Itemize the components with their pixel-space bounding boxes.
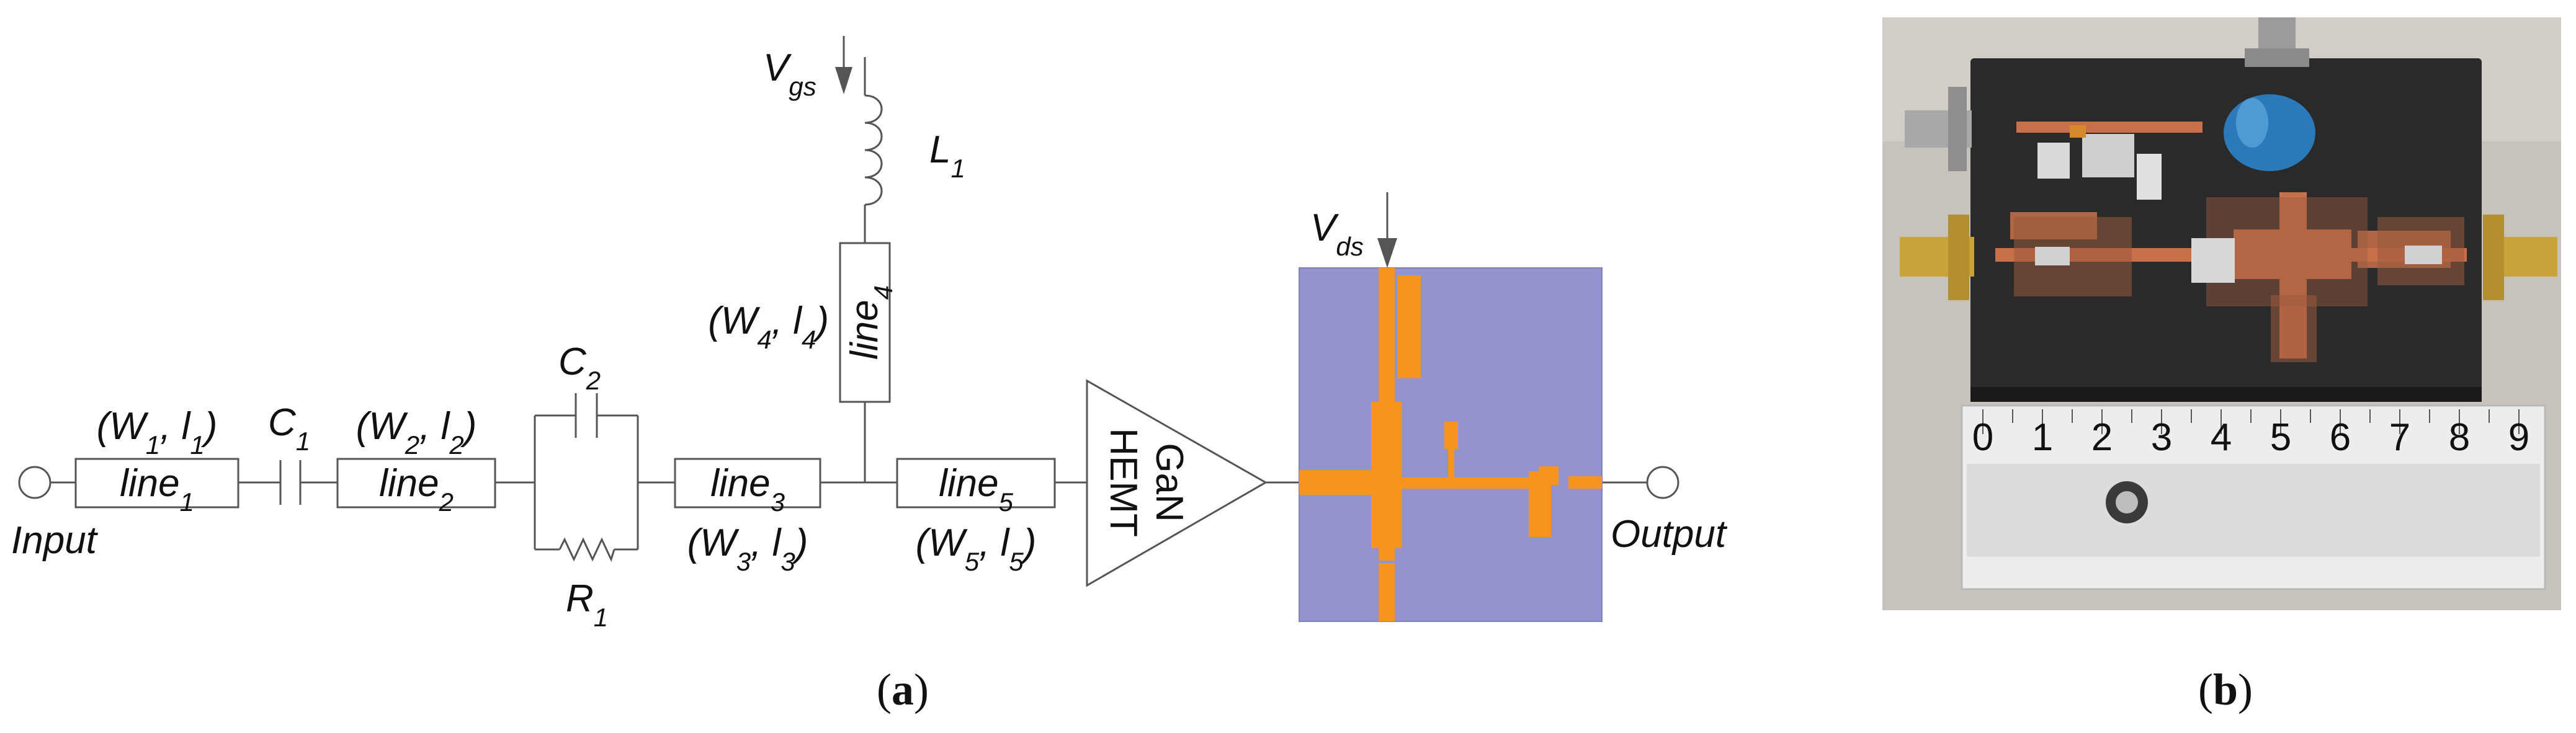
- line4-params: (W4, l4): [708, 300, 829, 354]
- pcb-cross-pad: [2234, 229, 2351, 279]
- pcb-board-edge: [1970, 387, 2482, 402]
- layout-trunk: [1371, 402, 1402, 548]
- ruler-number-0: 0: [1972, 416, 1993, 459]
- panel-a-schematic: Input Output line1 (W1, l1) C1 line2 (W2…: [11, 36, 1728, 714]
- ruler-hole-inner: [2116, 491, 2138, 513]
- hemt-label-gan: GaN: [1148, 443, 1191, 522]
- sma-connector-top-base: [2245, 48, 2309, 67]
- matching-network-layout: [1299, 267, 1603, 622]
- pcb-smd-1: [2037, 143, 2070, 179]
- line4-box: [839, 242, 891, 403]
- layout-trunk-lower: [1379, 548, 1395, 561]
- vgs-label: Vgs: [763, 47, 816, 101]
- sma-connector-left-flange: [1948, 215, 1969, 300]
- line5-params: (W5, l5): [916, 522, 1037, 576]
- pcb-smd-2: [2082, 134, 2134, 177]
- pcb-smd-5: [2405, 246, 2442, 264]
- c1-label: C1: [268, 401, 310, 456]
- layout-bias-pad: [1397, 275, 1421, 378]
- pcb-smd-orange: [2070, 125, 2086, 138]
- ruler-number-4: 4: [2211, 416, 2232, 459]
- layout-small-stub-link: [1448, 449, 1454, 478]
- line3-label: line3: [710, 462, 785, 517]
- line5-label: line5: [939, 462, 1014, 517]
- line1-label: line1: [120, 462, 194, 517]
- c2-label: C2: [558, 340, 601, 395]
- ruler-number-1: 1: [2032, 416, 2053, 459]
- vds-arrow-head: [1377, 238, 1397, 268]
- r1-label: R1: [566, 577, 608, 632]
- pcb-vias-left: [2014, 217, 2132, 296]
- line4-label: line4: [843, 285, 898, 360]
- layout-trace-output: [1568, 476, 1602, 489]
- line2-params: (W2, l2): [356, 405, 477, 460]
- vds-label: Vds: [1310, 207, 1364, 261]
- l1-inductor: [864, 94, 883, 206]
- rc-network-frame: [534, 414, 639, 551]
- vgs-arrow-head: [835, 67, 852, 94]
- layout-trace-input: [1299, 470, 1371, 495]
- line5-box: [896, 458, 1056, 509]
- pcb-smd-4: [2035, 247, 2070, 265]
- layout-trace-main: [1402, 478, 1539, 489]
- panel-b-photo: 0 1 2 3 4 5 6 7 8 9 (b): [1882, 17, 2561, 714]
- ruler-number-2: 2: [2091, 416, 2113, 459]
- pcb-smd-3: [2137, 154, 2162, 200]
- line2-box: [336, 458, 496, 509]
- l1-label: L1: [929, 128, 965, 183]
- layout-small-stub: [1444, 422, 1458, 449]
- output-label: Output: [1611, 513, 1728, 556]
- layout-bias-line-lower: [1379, 381, 1395, 402]
- photo-capacitor-highlight: [2236, 98, 2268, 148]
- ruler-grid-band: [1967, 464, 2540, 557]
- layout-output-pad-top: [1539, 466, 1559, 485]
- ruler-number-8: 8: [2449, 416, 2470, 459]
- input-label: Input: [11, 519, 99, 562]
- ruler-number-5: 5: [2270, 416, 2291, 459]
- pcb-vias-bottom: [2271, 295, 2317, 362]
- hemt-label-hemt: HEMT: [1102, 428, 1145, 537]
- layout-bias-line: [1379, 268, 1395, 381]
- line3-box: [674, 458, 821, 509]
- hemt-amplifier: [1086, 379, 1268, 587]
- caption-a: (a): [877, 665, 929, 714]
- layout-stub-bottom: [1379, 563, 1395, 621]
- sma-connector-right-flange: [2483, 215, 2504, 300]
- line1-params: (W1, l1): [97, 405, 218, 460]
- caption-b: (b): [2198, 665, 2253, 714]
- line3-params: (W3, l3): [687, 522, 808, 576]
- r1-resistor: [558, 537, 615, 562]
- pcb-trace-top: [2016, 122, 2203, 133]
- ruler-number-9: 9: [2508, 416, 2529, 459]
- pcb-transistor: [2191, 238, 2235, 283]
- output-terminal: [1646, 466, 1679, 499]
- line2-label: line2: [379, 462, 454, 517]
- ruler-number-6: 6: [2330, 416, 2351, 459]
- sma-connector-left-top-flange: [1948, 87, 1967, 171]
- line1-box: [74, 458, 239, 509]
- ruler-number-3: 3: [2151, 416, 2172, 459]
- ruler-ticks: [1982, 409, 2520, 434]
- ruler-number-7: 7: [2389, 416, 2410, 459]
- input-terminal: [18, 466, 51, 499]
